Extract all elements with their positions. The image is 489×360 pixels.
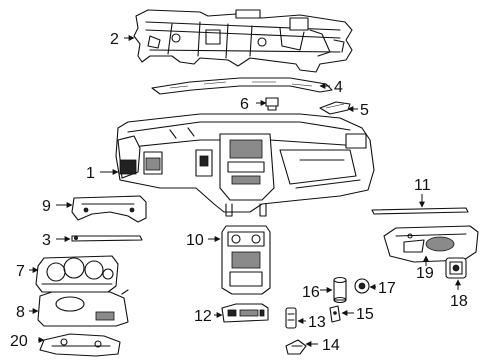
callout-labels: 2 4 6 5 1 11 9 3 10 7 19 16 17 18 8 15 1… [10,31,468,354]
part-17-knob [354,278,370,294]
part-16-knob [333,276,347,304]
callout-14: 14 [322,337,340,354]
callout-13: 13 [308,314,326,331]
part-12-switch-panel [221,303,269,323]
part-10-center-bezel [221,225,271,295]
part-19-glove-box [383,225,479,263]
part-7-cluster-bezel [35,255,119,293]
callout-8: 8 [16,304,25,321]
callout-9: 9 [42,198,51,215]
callout-11: 11 [414,177,431,194]
part-2-crosscar-beam [133,9,353,73]
callout-18: 18 [450,293,468,310]
callout-1: 1 [86,165,95,182]
callout-15: 15 [356,306,374,323]
callout-10: 10 [186,232,204,249]
part-8-knee-bolster [37,289,129,327]
part-3-trim-strip [71,235,143,242]
part-14-clip [285,339,307,355]
part-13-switch [285,307,297,329]
part-5-speaker-grille [319,101,351,115]
part-18-latch [445,257,467,279]
callout-2: 2 [110,31,119,48]
part-15-button [329,305,341,323]
callout-20: 20 [10,333,28,350]
callout-6: 6 [240,96,249,113]
part-9-lower-bezel [71,195,147,223]
callout-3: 3 [42,232,51,249]
part-11-trim-strip [371,207,469,215]
part-6-center-vent [265,97,279,111]
part-1-instrument-panel [115,113,375,217]
leader-lines [29,35,461,347]
callout-5: 5 [360,102,369,119]
callout-4: 4 [334,79,343,96]
callout-12: 12 [194,308,212,325]
part-20-column-bracket [39,333,121,357]
callout-19: 19 [416,265,434,282]
callout-17: 17 [378,280,396,297]
part-4-defroster-duct [151,77,333,95]
callout-16: 16 [302,284,320,301]
callout-7: 7 [16,263,25,280]
